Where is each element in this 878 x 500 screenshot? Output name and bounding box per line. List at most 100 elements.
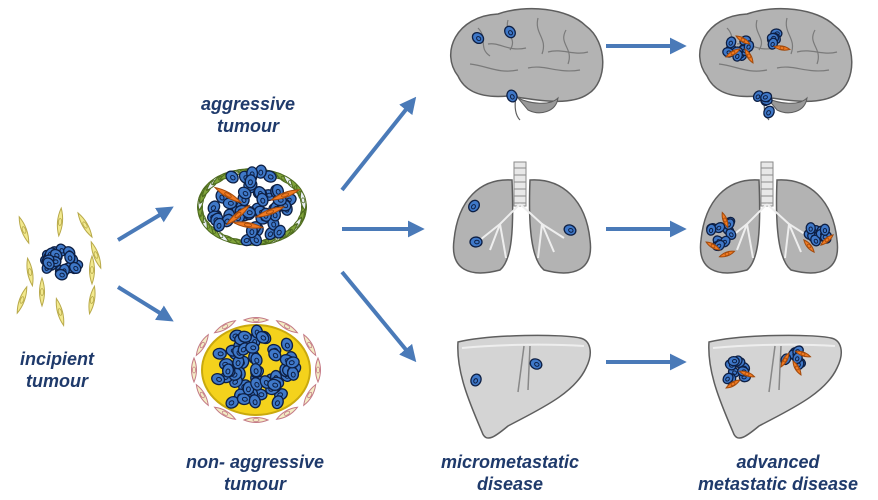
tumour-cell-icon	[211, 373, 226, 386]
fibroblast-icon	[88, 284, 96, 316]
fibroblast-icon	[303, 333, 317, 357]
fibroblast-icon	[315, 356, 321, 384]
fibroblast-icon	[225, 204, 251, 226]
fibroblast-icon	[820, 234, 834, 246]
fibroblast-icon	[705, 241, 721, 251]
liver-micrometastasis-icon	[457, 334, 592, 439]
fibroblast-icon	[213, 186, 243, 204]
fibroblast-icon	[792, 360, 802, 376]
tumour-cell-icon	[225, 170, 239, 184]
tumour-cell-icon	[237, 330, 252, 343]
fibroblast-icon	[26, 256, 34, 288]
tumour-cell-icon	[64, 250, 76, 264]
fibroblast-icon	[299, 189, 307, 212]
fibroblast-icon	[803, 239, 815, 253]
liver-advanced-metastasis-icon	[708, 334, 843, 439]
arrow-incipient-to-aggressive	[116, 206, 174, 242]
fibroblast-icon	[721, 211, 729, 229]
tumour-cell-icon	[563, 224, 577, 236]
tumour-cell-icon	[285, 356, 300, 369]
tumour-cell-icon	[268, 348, 282, 362]
tumour-cell-icon	[529, 358, 543, 370]
tumour-cell-icon	[236, 393, 252, 406]
tumour-cell-icon	[237, 186, 252, 200]
tumour-cell-icon	[760, 91, 773, 103]
fibroblast-icon	[738, 370, 756, 378]
tumour-cell-icon	[222, 363, 235, 378]
fibroblast-icon	[725, 379, 741, 389]
fibroblast-icon	[195, 333, 209, 357]
tumour-cell-icon	[286, 366, 300, 381]
tumour-cell-icon	[706, 223, 717, 236]
arrow-aggressive-to-liver	[340, 270, 417, 363]
fibroblast-icon	[39, 276, 45, 308]
tumour-cell-icon	[725, 36, 737, 49]
tumour-cell-icon	[468, 199, 480, 213]
fibroblast-icon	[242, 417, 270, 423]
fibroblast-icon	[794, 350, 812, 358]
fibroblast-icon	[55, 297, 65, 327]
fibroblast-icon	[191, 356, 197, 384]
aggressive-tumour-graphic	[197, 164, 307, 247]
tumour-cell-icon	[248, 394, 261, 409]
fibroblast-icon	[195, 383, 209, 407]
tumour-cell-icon	[470, 373, 482, 387]
lungs-micrometastasis-icon	[452, 161, 592, 274]
non-aggressive-tumour-graphic	[191, 317, 321, 423]
fibroblast-icon	[242, 317, 270, 323]
tumour-cell-icon	[212, 347, 227, 360]
tumour-cell-icon	[506, 89, 518, 103]
tumour-cell-icon	[763, 105, 775, 119]
fibroblast-icon	[718, 250, 736, 258]
arrow-incipient-to-non-aggressive	[116, 285, 174, 322]
fibroblast-icon	[89, 254, 95, 286]
tumour-cell-icon	[245, 341, 260, 354]
fibroblast-icon	[735, 35, 751, 45]
fibroblast-icon	[18, 215, 30, 245]
brain-micrometastasis-icon	[449, 7, 604, 121]
brain-advanced-metastasis-icon	[698, 7, 853, 121]
flow-arrows	[116, 37, 687, 371]
tumour-cell-icon	[271, 395, 284, 410]
incipient-tumour-graphic	[16, 206, 102, 327]
tumour-cell-icon	[213, 217, 226, 232]
fibroblast-icon	[780, 352, 790, 368]
tumour-cell-icon	[254, 164, 267, 179]
fibroblast-icon	[269, 189, 301, 201]
tumour-cell-icon	[69, 261, 82, 274]
tumour-cell-icon	[280, 337, 294, 352]
tumour-cell-icon	[249, 363, 262, 378]
tumour-cell-icon	[42, 257, 55, 270]
fibroblast-icon	[254, 206, 286, 218]
fibroblast-icon	[16, 285, 28, 315]
arrow-aggressive-to-brain	[340, 96, 417, 192]
fibroblast-icon	[213, 406, 237, 420]
tumour-cell-icon	[819, 223, 831, 236]
tumour-cell-icon	[54, 268, 68, 281]
fibroblast-icon	[231, 221, 265, 229]
tumour-cell-icon	[727, 355, 740, 367]
fibroblast-icon	[56, 206, 64, 238]
tumour-cell-icon	[469, 236, 483, 248]
tumour-cell-icon	[262, 170, 277, 183]
fibroblast-icon	[744, 48, 754, 64]
tumour-cell-icon	[805, 222, 816, 235]
fibroblast-icon	[725, 48, 741, 58]
tumour-cell-icon	[504, 25, 516, 39]
fibroblast-icon	[275, 406, 299, 420]
tumour-cell-icon	[244, 174, 257, 189]
fibroblast-icon	[303, 383, 317, 407]
fibroblast-icon	[77, 211, 93, 239]
fibroblast-icon	[773, 45, 791, 51]
fibroblast-icon	[275, 320, 299, 334]
tumour-cell-icon	[273, 224, 286, 239]
fibroblast-icon	[90, 240, 102, 270]
tumour-cell-icon	[722, 372, 734, 385]
tumour-cell-icon	[267, 378, 282, 391]
